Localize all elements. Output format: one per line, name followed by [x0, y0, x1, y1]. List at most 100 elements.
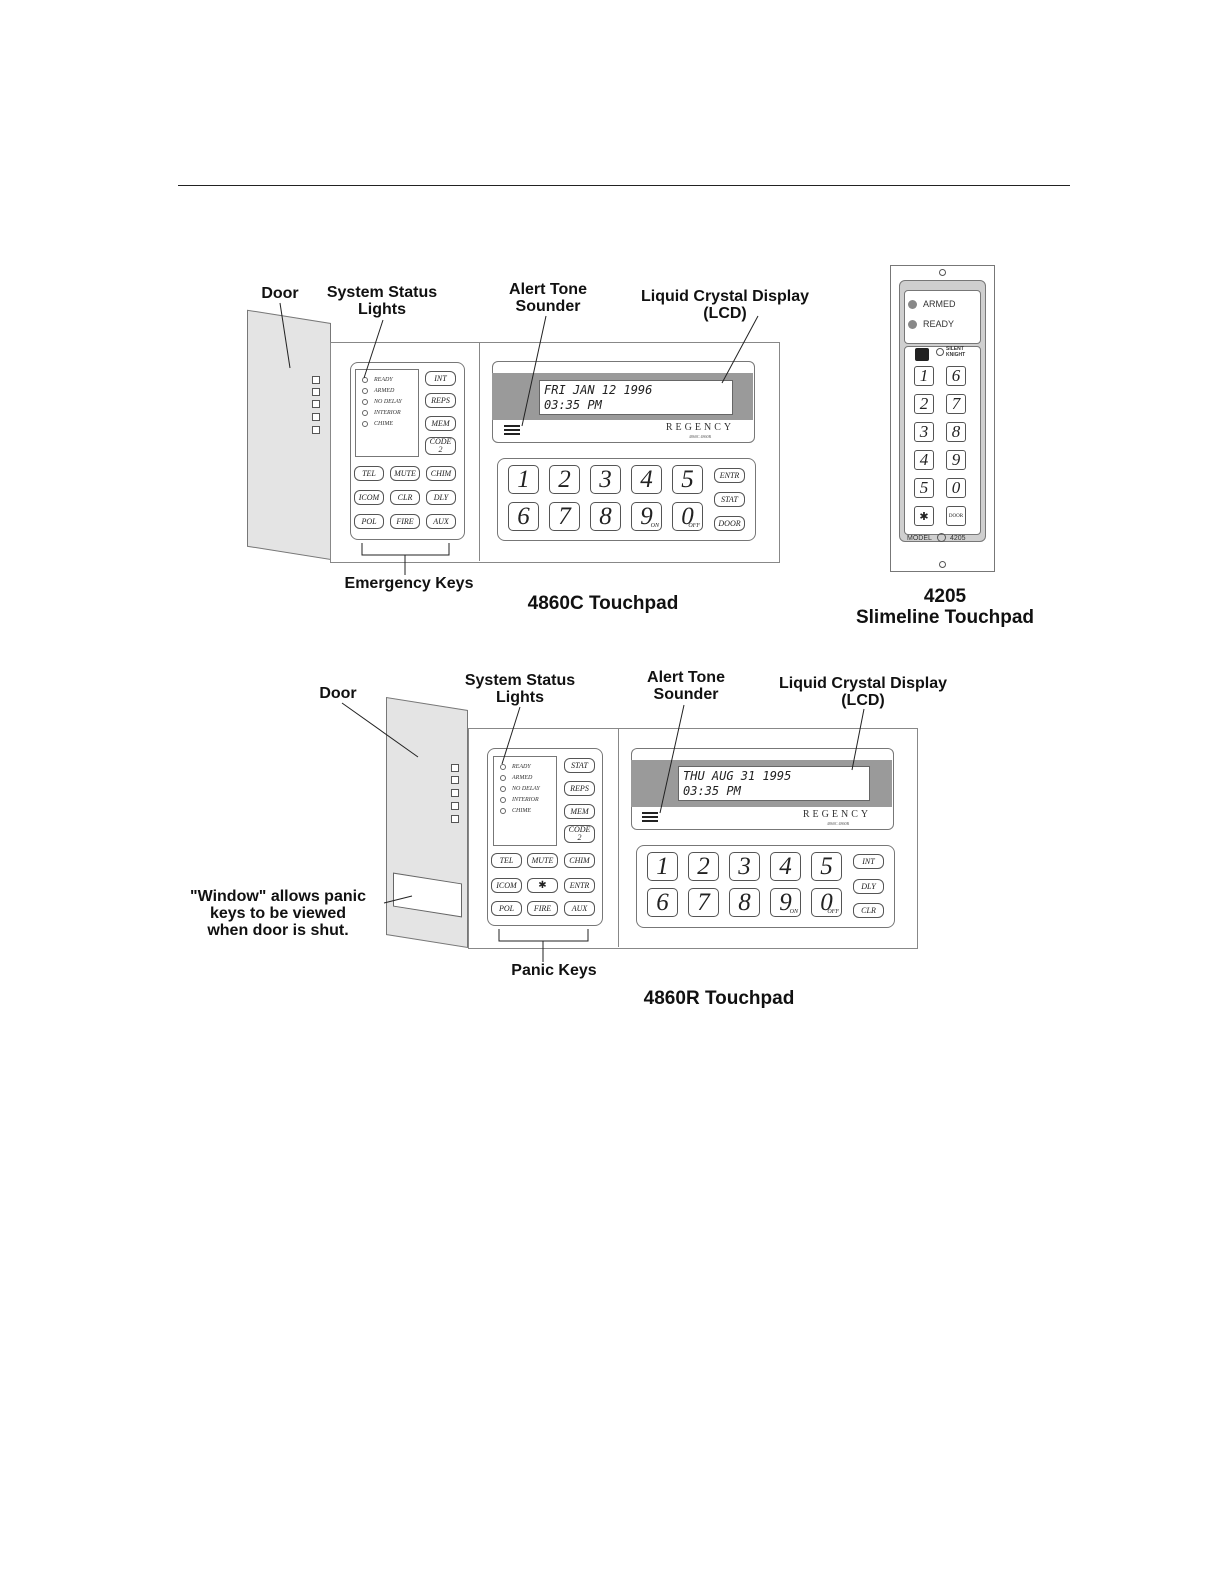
status-lights-panel: READY ARMED NO DELAY INTERIOR CHIME	[355, 369, 419, 457]
door-slot	[312, 388, 320, 396]
digit-key-1[interactable]: 1	[647, 852, 678, 881]
status-light: READY	[494, 761, 556, 772]
mounting-screw-icon	[939, 269, 946, 276]
door-slot	[451, 789, 459, 797]
digit-key-2[interactable]: 2	[688, 852, 719, 881]
slim-key-4[interactable]: 4	[914, 450, 934, 470]
key-stat[interactable]: STAT	[714, 492, 745, 507]
status-light: ARMED	[356, 385, 418, 396]
label-door: Door	[261, 285, 299, 302]
status-light: INTERIOR	[356, 407, 418, 418]
slim-key-door[interactable]: DOOR	[946, 506, 966, 526]
digit-key-6[interactable]: 6	[647, 888, 678, 917]
slim-key-3[interactable]: 3	[914, 422, 934, 442]
emergency-key-aux[interactable]: AUX	[426, 514, 456, 529]
slim-key-2[interactable]: 2	[914, 394, 934, 414]
panic-key-icom[interactable]: ICOM	[491, 878, 522, 893]
panic-key-tel[interactable]: TEL	[491, 853, 522, 868]
emergency-key-pol[interactable]: POL	[354, 514, 384, 529]
panic-key-pol[interactable]: POL	[491, 901, 522, 916]
emergency-key-fire[interactable]: FIRE	[390, 514, 420, 529]
key-int[interactable]: INT	[425, 371, 456, 386]
digit-key-5[interactable]: 5	[672, 465, 703, 494]
lcd-line-2: 03:35 PM	[683, 784, 741, 798]
numeric-keypad	[636, 845, 895, 928]
panic-key-mute[interactable]: MUTE	[527, 853, 558, 868]
digit-key-5[interactable]: 5	[811, 852, 842, 881]
key-dly[interactable]: DLY	[853, 879, 884, 894]
model-number: 4205	[950, 535, 966, 542]
light-indicator-icon	[362, 420, 368, 427]
slim-key-7[interactable]: 7	[946, 394, 966, 414]
slim-key-9[interactable]: 9	[946, 450, 966, 470]
key-mem[interactable]: MEM	[564, 804, 595, 819]
panic-key-star[interactable]: ✱	[527, 878, 558, 893]
digit-key-4[interactable]: 4	[770, 852, 801, 881]
ready-light-label: READY	[923, 319, 955, 329]
status-light: READY	[356, 374, 418, 385]
brand-model: 4860C 4860R	[688, 434, 712, 439]
slim-key-star[interactable]: ✱	[914, 506, 934, 526]
digit-key-6[interactable]: 6	[508, 502, 539, 531]
key-entr[interactable]: ENTR	[714, 468, 745, 483]
panic-key-chim[interactable]: CHIM	[564, 853, 595, 868]
digit-key-8[interactable]: 8	[590, 502, 621, 531]
light-indicator-icon	[500, 763, 506, 770]
digit-key-3[interactable]: 3	[729, 852, 760, 881]
alert-tone-sounder-icon	[642, 812, 658, 824]
door-slot	[451, 815, 459, 823]
emergency-key-tel[interactable]: TEL	[354, 466, 384, 481]
key-door[interactable]: DOOR	[714, 516, 745, 531]
slim-key-5[interactable]: 5	[914, 478, 934, 498]
digit-key-8[interactable]: 8	[729, 888, 760, 917]
label-lcd: Liquid Crystal Display(LCD)	[778, 675, 948, 709]
emergency-key-icom[interactable]: ICOM	[354, 490, 384, 505]
digit-key-7[interactable]: 7	[549, 502, 580, 531]
digit-key-2[interactable]: 2	[549, 465, 580, 494]
label-door: Door	[319, 685, 357, 702]
light-indicator-icon	[362, 387, 368, 394]
panic-key-fire[interactable]: FIRE	[527, 901, 558, 916]
slim-key-6[interactable]: 6	[946, 366, 966, 386]
digit-key-4[interactable]: 4	[631, 465, 662, 494]
label-emergency-keys: Emergency Keys	[344, 575, 474, 592]
body-divider	[479, 342, 480, 561]
panic-key-aux[interactable]: AUX	[564, 901, 595, 916]
lcd-screen: FRI JAN 12 1996 03:35 PM	[539, 380, 733, 415]
digit-key-3[interactable]: 3	[590, 465, 621, 494]
panic-key-entr[interactable]: ENTR	[564, 878, 595, 893]
key-mem[interactable]: MEM	[425, 416, 456, 431]
silent-knight-indicator-icon	[936, 348, 944, 356]
key-stat[interactable]: STAT	[564, 758, 595, 773]
lcd-screen: THU AUG 31 1995 03:35 PM	[678, 766, 870, 801]
slim-key-0[interactable]: 0	[946, 478, 966, 498]
model-indicator-icon	[937, 533, 946, 542]
slim-key-1[interactable]: 1	[914, 366, 934, 386]
emergency-key-chim[interactable]: CHIM	[426, 466, 456, 481]
status-light: INTERIOR	[494, 794, 556, 805]
door-slot	[451, 802, 459, 810]
emergency-key-clr[interactable]: CLR	[390, 490, 420, 505]
status-light: ARMED	[494, 772, 556, 783]
digit-key-1[interactable]: 1	[508, 465, 539, 494]
caption-4860r: 4860R Touchpad	[643, 988, 795, 1009]
key-int[interactable]: INT	[853, 854, 884, 869]
model-label: MODEL	[907, 535, 932, 542]
emergency-key-mute[interactable]: MUTE	[390, 466, 420, 481]
digit-key-7[interactable]: 7	[688, 888, 719, 917]
emergency-key-dly[interactable]: DLY	[426, 490, 456, 505]
key-reps[interactable]: REPS	[425, 393, 456, 408]
key-reps[interactable]: REPS	[564, 781, 595, 796]
key-clr[interactable]: CLR	[853, 903, 884, 918]
slim-key-8[interactable]: 8	[946, 422, 966, 442]
light-indicator-icon	[362, 376, 368, 383]
